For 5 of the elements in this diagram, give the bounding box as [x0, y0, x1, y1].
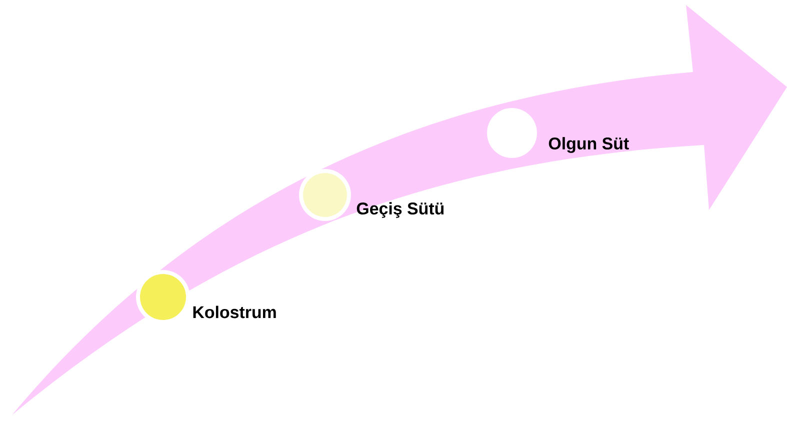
stage-marker	[299, 169, 351, 221]
stage-label: Geçiş Sütü	[356, 202, 444, 218]
stage-marker	[487, 108, 537, 158]
stage-label: Kolostrum	[193, 306, 276, 318]
stage-label: Olgun Süt	[548, 137, 629, 153]
